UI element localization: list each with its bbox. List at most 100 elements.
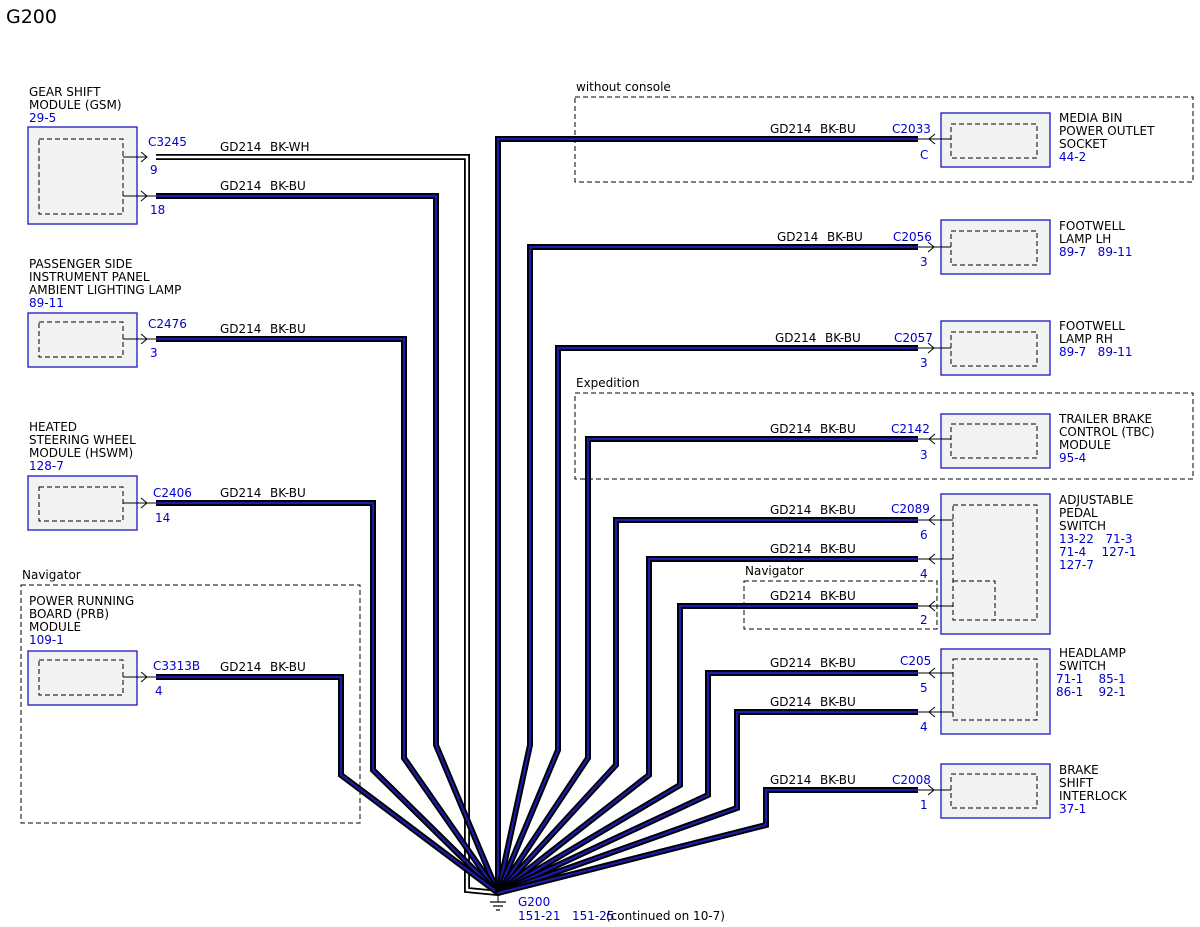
- component-inner-outline-navigator: [952, 580, 996, 621]
- component-name-line: BRAKE: [1059, 763, 1099, 777]
- component-name-line: MODULE (GSM): [29, 98, 122, 112]
- wire-color-label: BK-BU: [827, 230, 863, 244]
- wire-circuit-label: GD214: [220, 322, 261, 336]
- component-power-running-board-module: POWER RUNNING BOARD (PRB) MODULE 109-1 C…: [27, 594, 200, 706]
- wire-c2056: [495, 244, 918, 894]
- wire-color-label: BK-BU: [270, 660, 306, 674]
- component-box: [27, 475, 138, 531]
- wire-color-label: BK-BU: [270, 322, 306, 336]
- component-name-line: INSTRUMENT PANEL: [29, 270, 150, 284]
- component-footwell-lamp-rh: C2057 3 FOOTWELL LAMP RH 89-7 89-11: [894, 319, 1133, 376]
- wire-c2476: [156, 336, 501, 895]
- wire-c2142: [495, 436, 918, 895]
- ground-continued-note: (continued on 10-7): [606, 909, 725, 923]
- connector-label: C2057: [894, 331, 933, 345]
- pin-number: 18: [150, 203, 165, 217]
- component-inner-outline: [952, 658, 1038, 721]
- component-name-line: BOARD (PRB): [29, 607, 109, 621]
- component-name-line: MODULE: [29, 620, 81, 634]
- pin-number: 3: [920, 448, 928, 462]
- component-ref: 37-1: [1059, 802, 1086, 816]
- component-inner-outline: [950, 123, 1038, 159]
- component-box: [27, 126, 138, 225]
- connector-label: C2142: [891, 422, 930, 436]
- ground-name: G200: [518, 895, 550, 909]
- wire-color-label: BK-BU: [825, 331, 861, 345]
- component-box: [940, 413, 1051, 469]
- component-name-line: SWITCH: [1059, 519, 1106, 533]
- wire-c2089-6: [495, 517, 918, 896]
- wire-circuit-label: GD214: [220, 486, 261, 500]
- wire-c205-4: [496, 709, 918, 896]
- wire-color-label: BK-BU: [820, 695, 856, 709]
- component-name-line: ADJUSTABLE: [1059, 493, 1134, 507]
- component-name-line: PASSENGER SIDE: [29, 257, 132, 271]
- component-name-line: STEERING WHEEL: [29, 433, 136, 447]
- component-name-line: SOCKET: [1059, 137, 1108, 151]
- wire-circuit-label: GD214: [775, 331, 816, 345]
- component-ref: 44-2: [1059, 150, 1086, 164]
- component-name-line: MODULE: [1059, 438, 1111, 452]
- component-name-line: PEDAL: [1059, 506, 1098, 520]
- connector-arrow: [927, 342, 935, 354]
- wire-c2033: [495, 136, 918, 893]
- pin-number: C: [920, 148, 928, 162]
- wire-c3245-9: [156, 154, 499, 896]
- component-passenger-ambient-lamp: PASSENGER SIDE INSTRUMENT PANEL AMBIENT …: [27, 257, 187, 368]
- component-name-line: INTERLOCK: [1059, 789, 1128, 803]
- wire-circuit-label: GD214: [770, 589, 811, 603]
- connector-label: C3313B: [153, 659, 200, 673]
- component-inner-outline: [950, 331, 1038, 367]
- pin-number: 5: [920, 681, 928, 695]
- component-heated-steering-wheel-module: HEATED STEERING WHEEL MODULE (HSWM) 128-…: [27, 420, 192, 531]
- component-adjustable-pedal-switch: C2089 6 4 2 ADJUSTABLE PEDAL SWITCH 13-2…: [891, 493, 1136, 635]
- pin-number: 3: [920, 255, 928, 269]
- wire-circuit-label: GD214: [770, 122, 811, 136]
- wire-color-label: BK-BU: [820, 773, 856, 787]
- component-ref: 95-4: [1059, 451, 1086, 465]
- wire-circuit-label: GD214: [220, 140, 261, 154]
- component-media-bin-power-outlet: C2033 C MEDIA BIN POWER OUTLET SOCKET 44…: [892, 111, 1155, 168]
- component-box: [940, 648, 1051, 735]
- wire-circuit-label: GD214: [770, 422, 811, 436]
- wire-circuit-label: GD214: [770, 773, 811, 787]
- component-box: [27, 312, 138, 368]
- wire-circuit-label: GD214: [220, 660, 261, 674]
- component-name-line: LAMP RH: [1059, 332, 1113, 346]
- component-name-line: LAMP LH: [1059, 232, 1111, 246]
- component-inner-outline: [950, 230, 1038, 266]
- component-ref: 89-11: [29, 296, 64, 310]
- wire-circuit-label: GD214: [770, 695, 811, 709]
- component-ref: 29-5: [29, 111, 56, 125]
- ground-g200: G200 151-21 151-25 (continued on 10-7): [490, 893, 725, 923]
- component-box: [27, 650, 138, 706]
- component-ref: 86-1 92-1: [1056, 685, 1126, 699]
- wire-color-label: BK-BU: [820, 542, 856, 556]
- connector-label: C2406: [153, 486, 192, 500]
- component-name-line: FOOTWELL: [1059, 319, 1125, 333]
- wire-labels: GD214 BK-WH GD214 BK-BU GD214 BK-BU GD21…: [220, 122, 863, 787]
- connector-arrow: [140, 190, 148, 202]
- group-label-navigator-right: Navigator: [745, 564, 804, 578]
- component-inner-outline: [38, 138, 124, 215]
- component-ref: 13-22 71-3: [1059, 532, 1133, 546]
- component-box: [940, 219, 1051, 275]
- component-trailer-brake-control: C2142 3 TRAILER BRAKE CONTROL (TBC) MODU…: [891, 412, 1155, 469]
- connector-label: C2476: [148, 317, 187, 331]
- component-box: [940, 493, 1051, 635]
- wire-color-label: BK-WH: [270, 140, 310, 154]
- wire-color-label: BK-BU: [270, 486, 306, 500]
- component-box: [940, 763, 1051, 819]
- connector-label: C3245: [148, 135, 187, 149]
- wire-circuit-label: GD214: [770, 542, 811, 556]
- pin-number: 4: [920, 720, 928, 734]
- component-ref: 71-4 127-1: [1059, 545, 1136, 559]
- connector-arrow: [928, 133, 936, 145]
- pin-number: 3: [150, 346, 158, 360]
- pin-number: 3: [920, 356, 928, 370]
- connector-label: C205: [900, 654, 931, 668]
- connector-arrow: [928, 706, 936, 718]
- wire-c205-5: [496, 670, 918, 896]
- component-box: [940, 320, 1051, 376]
- component-name-line: GEAR SHIFT: [29, 85, 101, 99]
